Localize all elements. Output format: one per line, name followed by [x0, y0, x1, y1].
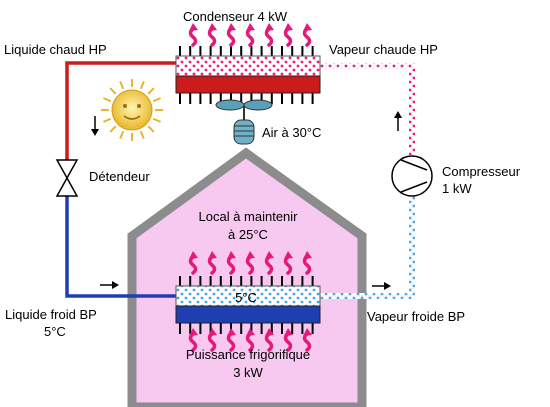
sun-ray [119, 130, 125, 140]
sun-ray [109, 87, 117, 95]
sun-icon [101, 79, 163, 141]
heat-arrow [226, 332, 236, 352]
heat-arrow-head [227, 23, 236, 31]
heat-arrow [245, 27, 255, 47]
evaporator-temperature-label: 5°C [235, 290, 257, 305]
flow-arrow-up [394, 111, 402, 131]
heat-arrow-head [246, 251, 255, 259]
heat-arrow-head [189, 23, 198, 31]
hot-vapour-label: Vapeur chaude HP [329, 42, 438, 57]
sun-ray [152, 97, 162, 103]
heat-arrow-head [227, 251, 236, 259]
sun-ray [147, 125, 155, 133]
cold-liquid-temperature-label: 5°C [44, 324, 66, 339]
expansion-valve-label: Détendeur [89, 169, 150, 184]
sun-ray [102, 97, 112, 103]
condenser [175, 23, 321, 104]
sun-ray [152, 117, 162, 123]
cooling-power-value-label: 3 kW [233, 365, 263, 380]
sun-ray [139, 130, 145, 140]
heat-arrow-head [208, 251, 217, 259]
heat-arrow-head [303, 328, 312, 336]
heat-arrow-head [303, 251, 312, 259]
heat-arrow [302, 255, 312, 275]
heat-arrow [226, 255, 236, 275]
heat-arrow-head [189, 251, 198, 259]
expansion-valve-icon [55, 159, 79, 197]
heat-arrow [188, 332, 198, 352]
heat-arrow-head [246, 328, 255, 336]
heat-arrow [188, 27, 198, 47]
heat-arrow [264, 255, 274, 275]
compressor-label: Compresseur [442, 164, 521, 179]
heat-arrow [302, 332, 312, 352]
heat-arrow [245, 332, 255, 352]
heat-arrow-head [265, 328, 274, 336]
heat-arrow [283, 332, 293, 352]
flow-arrow-right-cold-vapour [372, 282, 391, 290]
heat-arrow [302, 27, 312, 47]
condenser-label: Condenseur 4 kW [183, 9, 288, 24]
hot-liquid-label: Liquide chaud HP [4, 42, 107, 57]
room-temperature-label: à 25°C [228, 227, 268, 242]
heat-arrow-head [284, 23, 293, 31]
heat-arrow-head [208, 23, 217, 31]
heat-arrow-head [284, 328, 293, 336]
heat-arrow [283, 27, 293, 47]
hot-vapour-line [320, 63, 415, 155]
sun-ray [102, 117, 112, 123]
room-label: Local à maintenir [198, 209, 298, 224]
sun-ray [147, 87, 155, 95]
heat-arrow [226, 27, 236, 47]
heat-arrow [264, 332, 274, 352]
sun-ray [109, 125, 117, 133]
cold-vapour-label: Vapeur froide BP [367, 309, 466, 324]
sun-ray [139, 80, 145, 90]
fan-icon [215, 99, 273, 145]
compressor-power-label: 1 kW [442, 181, 472, 196]
cold-liquid-line [65, 196, 176, 298]
heat-arrow-head [189, 328, 198, 336]
heat-arrow-head [227, 328, 236, 336]
heat-arrow-head [284, 251, 293, 259]
heat-arrow-head [246, 23, 255, 31]
evaporator [175, 251, 321, 352]
flow-arrow-down [91, 116, 99, 136]
heat-arrow [245, 255, 255, 275]
compressor-icon [391, 155, 433, 197]
heat-arrow [188, 255, 198, 275]
heat-arrow [207, 255, 217, 275]
heat-arrow [283, 255, 293, 275]
cooling-power-label: Puissance frigorifique [185, 347, 311, 362]
sun-ray [119, 80, 125, 90]
heat-arrow [207, 332, 217, 352]
heat-arrow-head [265, 23, 274, 31]
heat-arrow-head [303, 23, 312, 31]
air-temperature-label: Air à 30°C [262, 125, 322, 140]
heat-arrow-head [265, 251, 274, 259]
cold-vapour-line [320, 196, 415, 299]
cold-liquid-label: Liquide froid BP [5, 307, 97, 322]
heat-arrow [207, 27, 217, 47]
heat-arrow [264, 27, 274, 47]
house [127, 147, 367, 407]
flow-arrow-right-cold-liquid [100, 281, 119, 289]
heat-arrow-head [208, 328, 217, 336]
hot-liquid-line [65, 61, 176, 160]
